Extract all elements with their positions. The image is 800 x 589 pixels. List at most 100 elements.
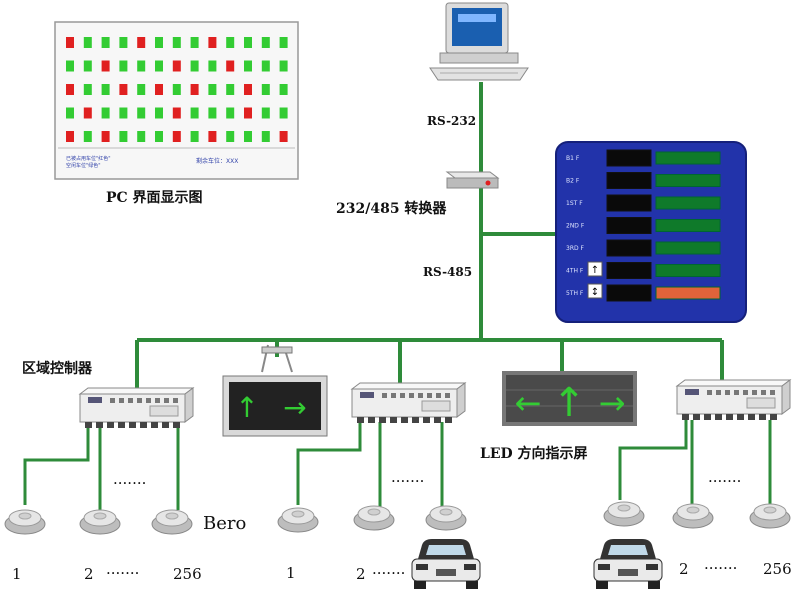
free-space-cell [279, 107, 288, 119]
free-space-cell [279, 84, 288, 95]
occupied-space-cell [244, 84, 252, 95]
free-space-cell [83, 60, 92, 72]
free-space-cell [190, 60, 199, 72]
free-space-cell [279, 37, 288, 48]
converter-label: 232/485 转换器 [336, 201, 447, 217]
free-space-cell [208, 84, 217, 95]
free-space-cell [190, 107, 199, 119]
sensor-wires [23, 420, 772, 510]
free-space-cell [119, 60, 128, 72]
bus-lines [135, 82, 724, 388]
free-space-cell [244, 131, 252, 142]
free-space-cell [226, 131, 235, 142]
zone-controller-label: 区域控制器 [22, 361, 92, 377]
computer-icon [429, 2, 529, 81]
svg-text:↕: ↕ [591, 287, 599, 298]
occupied-space-cell [66, 84, 74, 95]
ellipsis-2: ······· [391, 472, 425, 490]
free-space-cell [137, 84, 146, 95]
panel-display-window [606, 284, 652, 302]
occupied-space-cell [190, 84, 199, 95]
numbering-ellipsis: ······· [372, 564, 406, 582]
panel-display-window [606, 239, 652, 257]
occupied-space-cell [66, 37, 74, 48]
led-sign-small: ↑ → [222, 344, 328, 437]
bero-sensor-icon [79, 509, 121, 535]
sensor-number-first: 1 [286, 564, 296, 582]
numbering-ellipsis: ······· [704, 559, 738, 577]
svg-text:↑: ↑ [591, 265, 599, 276]
occupied-space-cell [83, 107, 92, 119]
panel-display-window [606, 172, 652, 189]
occupied-space-cell [66, 131, 74, 142]
free-space-cell [261, 84, 270, 95]
bero-sensor-icon [277, 507, 319, 533]
panel-display-window [606, 217, 652, 234]
free-space-cell [279, 60, 288, 72]
free-space-cell [66, 60, 74, 72]
occupied-space-cell [101, 131, 110, 142]
free-space-cell [155, 60, 163, 72]
bero-sensor-icon [4, 509, 46, 535]
pc-legend-left: 已被占用车位"红色"空闲车位"绿色" [66, 155, 111, 169]
bero-sensor-icon [603, 501, 645, 527]
car-icon [411, 539, 481, 589]
zone-controllers [78, 379, 792, 428]
free-space-cell [137, 131, 146, 142]
led-sign-large: ← ↑ → [502, 371, 637, 426]
svg-text:←: ← [515, 384, 542, 422]
panel-floor-label: 2ND F [566, 223, 585, 230]
led-sign-label: LED 方向指示屏 [480, 446, 588, 462]
sensor-number-last: 256 [173, 565, 202, 583]
panel-floor-label: 5TH F [566, 290, 584, 297]
free-space-cell [83, 37, 92, 48]
sensor-number-second: 2 [679, 560, 689, 578]
free-space-cell [155, 131, 163, 142]
occupied-space-cell [172, 131, 181, 142]
occupied-space-cell [208, 131, 217, 142]
panel-status-bar [655, 264, 721, 277]
free-space-cell [119, 37, 128, 48]
sensor-label: Bero [203, 513, 247, 534]
occupied-space-cell [101, 60, 110, 72]
zone-controller-icon [78, 387, 195, 428]
svg-text:↑: ↑ [235, 391, 258, 424]
free-space-cell [119, 107, 128, 119]
free-space-cell [137, 107, 146, 119]
converter-device-icon [445, 171, 500, 189]
free-space-cell [66, 107, 74, 119]
sensors [4, 501, 791, 535]
free-space-cell [261, 131, 270, 142]
zone-controller-icon [350, 382, 467, 423]
free-space-cell [172, 84, 181, 95]
pc-interface-caption: PC 界面显示图 [106, 190, 203, 206]
panel-display-window [606, 262, 652, 279]
occupied-space-cell [279, 131, 288, 142]
free-space-cell [101, 37, 110, 48]
panel-floor-label: 1ST F [566, 200, 583, 207]
free-space-cell [261, 107, 270, 119]
panel-status-bar [655, 286, 721, 300]
free-space-cell [208, 107, 217, 119]
occupied-space-cell [244, 107, 252, 119]
panel-status-bar [655, 151, 721, 165]
occupied-space-cell [208, 37, 217, 48]
sensor-number-second: 2 [356, 565, 366, 583]
zone-controller-icon [675, 379, 792, 420]
numbering-ellipsis: ······· [106, 564, 140, 582]
panel-floor-label: 3RD F [566, 245, 585, 252]
svg-text:→: → [283, 391, 306, 424]
svg-text:↑: ↑ [552, 380, 586, 426]
free-space-cell [190, 37, 199, 48]
bero-sensor-icon [425, 505, 467, 531]
occupied-space-cell [119, 84, 128, 95]
panel-display-window [606, 194, 652, 212]
bero-sensor-icon [353, 505, 395, 531]
occupied-space-cell [226, 60, 235, 72]
panel-status-bar [655, 196, 721, 210]
free-space-cell [137, 60, 146, 72]
panel-status-bar [655, 219, 721, 232]
